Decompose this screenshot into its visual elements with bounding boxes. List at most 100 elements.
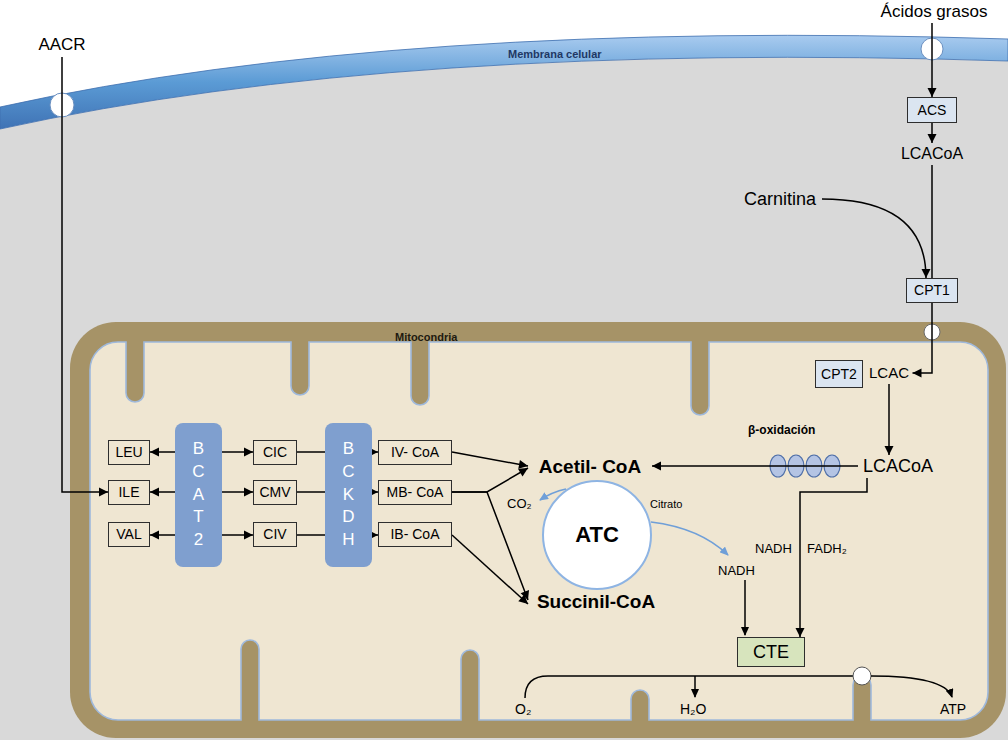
arrowhead [928,134,937,143]
co2-release-arrow [540,489,566,500]
arrowhead [150,488,159,497]
arrow-line [452,535,528,604]
nadh-release-arrow [651,522,728,555]
pathway-arrow [932,165,933,278]
arrowhead [518,595,528,604]
acyl-coa-box: MB- CoA [378,480,452,505]
mitochondrion: MitocondriaCPT2LCACLCACoALEUILEVALB C A … [70,322,1006,738]
oxygen-line [525,676,853,698]
arrowhead [244,448,253,457]
arrowhead [796,628,805,637]
pathway-arrow [928,23,937,97]
arrow-line [822,199,926,278]
pathway-arrow [652,462,858,471]
compound-label: Ácidos grasos [872,1,996,23]
label-holder: ATP [940,700,966,718]
arrow-line [150,491,253,493]
arrow-line [297,451,378,453]
node-text: ILE [118,484,139,500]
enzyme-bar: B C K D H [325,423,372,567]
node-text: CPT2 [821,366,857,382]
arrow-line [150,451,253,453]
node-text: Succinil-CoA [537,591,655,613]
amino-acid-box: ILE [108,480,150,505]
arrow-line [452,492,528,600]
node-text: CPT1 [914,282,950,298]
arrow-line [913,303,933,373]
arrow-line [297,491,378,493]
enzyme-box: CPT2 [815,360,863,388]
text-holder: Membrana celular [508,44,602,62]
label-text: Citrato [650,498,682,510]
label-holder: NADH [755,539,792,557]
acyl-coa-box: IV- CoA [378,440,452,465]
pathway-arrow [452,468,528,492]
arrow-line [297,534,378,536]
arrowhead [928,88,937,97]
water-arrow [694,676,696,697]
label-holder: O₂ [515,700,531,718]
pathway-arrow [297,531,378,540]
pathway-arrow [297,488,378,497]
node-text: LCAC [869,364,909,381]
label-holder: β-oxidación [748,420,815,438]
arrow-line [452,468,528,492]
beta-oxidation-cycle [788,455,804,477]
pathway-arrow [150,531,253,540]
arrowhead [518,460,528,469]
electron-chain-box: CTE [737,637,805,667]
compound-label: Carnitina [738,187,822,211]
pathway-arrow [150,448,253,457]
keto-acid-box: CIC [253,440,297,465]
text-holder: Mitocondria [395,327,457,345]
pathway-arrow [297,448,378,457]
node-text: B C K D H [340,438,357,553]
inner-membrane-shape [90,342,988,720]
arrowhead [150,448,159,457]
compound-label: AACR [30,33,94,57]
label-holder: NADH [718,561,755,579]
membrane-transporter [921,38,943,60]
pathway-arrow [928,123,937,143]
cell-membrane: Membrana celular [0,0,1008,140]
node-text: Mitocondria [395,331,457,343]
arrow-line [888,384,890,455]
arrow-line [150,534,253,536]
enzyme-box: ACS [907,97,957,123]
arrow-line [931,23,933,97]
compound-label: LCAC [866,362,913,384]
label-text: FADH₂ [807,541,847,556]
arrowhead [885,446,894,455]
pathway-arrow [452,492,529,600]
arrowhead [150,531,159,540]
label-holder: CO₂ [507,494,532,512]
label-text: CO₂ [507,496,532,511]
node-text: CIV [263,526,286,542]
enzyme-box: CPT1 [906,278,958,303]
label-holder: FADH₂ [807,539,847,557]
arrow-line [800,478,867,637]
label-holder: H₂O [680,700,706,718]
arrowhead [99,488,108,497]
label-text: NADH [718,563,755,578]
node-text: Membrana celular [508,48,602,60]
node-text: CIC [263,444,287,460]
keto-acid-box: CIV [253,522,297,547]
pathway-arrow [452,535,528,604]
cytoplasm [0,57,1008,740]
label-text: NADH [755,541,792,556]
label-text: H₂O [680,701,706,717]
node-text: AACR [38,35,85,55]
node-text: Ácidos grasos [881,2,988,22]
arrowhead [369,488,378,497]
arrow-line [62,57,108,492]
pathway-arrow [822,199,931,278]
pathway-arrow [452,452,528,469]
tca-cycle-circle: ATC [542,480,652,590]
compound-label: LCACoA [858,455,938,478]
acyl-coa-box: IB- CoA [378,522,452,547]
arrowhead [369,531,378,540]
node-text: CMV [259,484,290,500]
